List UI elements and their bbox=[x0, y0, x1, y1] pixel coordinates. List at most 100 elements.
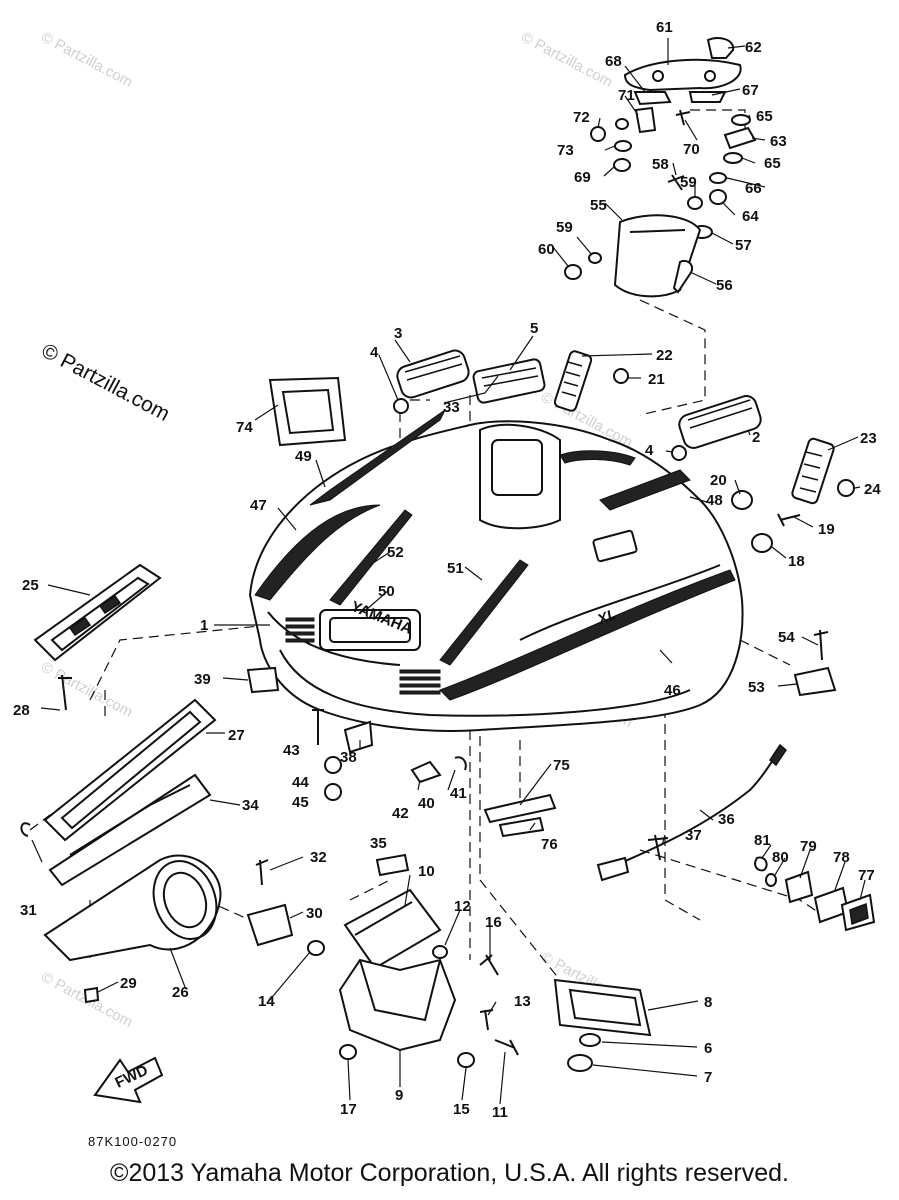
callout: 31 bbox=[20, 902, 37, 919]
pad-30 bbox=[246, 903, 294, 947]
knob-62 bbox=[706, 37, 735, 59]
callout: 63 bbox=[770, 133, 787, 150]
callout: 15 bbox=[453, 1101, 470, 1118]
watermark: © Partzilla.com bbox=[518, 29, 615, 91]
callout: 70 bbox=[683, 141, 700, 158]
pad-2 bbox=[678, 395, 762, 449]
callout: 79 bbox=[800, 838, 817, 855]
callout: 75 bbox=[553, 757, 570, 774]
callout: 20 bbox=[710, 472, 727, 489]
callout: 17 bbox=[340, 1101, 357, 1118]
decal-46 bbox=[439, 569, 736, 701]
pad-8 bbox=[553, 978, 652, 1037]
duct-27 bbox=[43, 698, 217, 842]
fwd-arrow: FWD bbox=[93, 1056, 164, 1104]
callout: 65 bbox=[756, 108, 773, 125]
callout: 49 bbox=[295, 448, 312, 465]
hood-assembly: YAMAHA XL bbox=[248, 409, 744, 732]
callout: 52 bbox=[387, 544, 404, 561]
callout: 28 bbox=[13, 702, 30, 719]
callout: 2 bbox=[752, 429, 760, 446]
callout: 37 bbox=[685, 827, 702, 844]
callout: 55 bbox=[590, 197, 607, 214]
callout: 40 bbox=[418, 795, 435, 812]
callout: 24 bbox=[864, 481, 881, 498]
callout: 48 bbox=[706, 492, 723, 509]
pole-cover-55 bbox=[613, 214, 702, 298]
callout: 66 bbox=[745, 180, 762, 197]
callout: 3 bbox=[394, 325, 402, 342]
callout: 38 bbox=[340, 749, 357, 766]
callout: 73 bbox=[557, 142, 574, 159]
watermark-large: © Partzilla.com bbox=[38, 339, 174, 426]
part-79 bbox=[784, 870, 814, 904]
callout-numbers: 1 2 3 4 4 5 6 7 8 9 10 11 12 13 14 15 16… bbox=[13, 19, 881, 1121]
watermark: © Partzilla.com bbox=[38, 29, 135, 91]
callout: 71 bbox=[618, 87, 635, 104]
callout: 5 bbox=[530, 320, 538, 337]
callout: 67 bbox=[742, 82, 759, 99]
callout: 77 bbox=[858, 867, 875, 884]
bracket-9 bbox=[338, 958, 457, 1052]
decal-48 bbox=[599, 469, 691, 511]
pad-3 bbox=[396, 349, 470, 399]
tray-10 bbox=[343, 888, 442, 970]
hood-opening bbox=[479, 423, 561, 530]
callout: 10 bbox=[418, 863, 435, 880]
callout: 76 bbox=[541, 836, 558, 853]
hood-fasteners bbox=[246, 368, 855, 801]
callout: 61 bbox=[656, 19, 673, 36]
callout: 39 bbox=[194, 671, 211, 688]
callout: 14 bbox=[258, 993, 275, 1010]
decal-51 bbox=[439, 559, 529, 666]
callout: 42 bbox=[392, 805, 409, 822]
callout: 7 bbox=[704, 1069, 712, 1086]
grill-22 bbox=[553, 350, 593, 412]
cable-36 bbox=[604, 751, 779, 871]
callout: 1 bbox=[200, 617, 208, 634]
decal-47 bbox=[254, 504, 381, 601]
pads bbox=[268, 349, 835, 505]
callout: 23 bbox=[860, 430, 877, 447]
callout: 25 bbox=[22, 577, 39, 594]
callout: 33 bbox=[443, 399, 460, 416]
lower-center-parts bbox=[307, 793, 652, 1072]
callout: 27 bbox=[228, 727, 245, 744]
hood-front-panel bbox=[319, 609, 421, 651]
decal-49 bbox=[309, 409, 446, 506]
callout: 54 bbox=[778, 629, 795, 646]
callout: 57 bbox=[735, 237, 752, 254]
left-side-parts bbox=[20, 563, 294, 1004]
callout: 6 bbox=[704, 1040, 712, 1057]
callout: 32 bbox=[310, 849, 327, 866]
copyright-notice: ©2013 Yamaha Motor Corporation, U.S.A. A… bbox=[110, 1159, 789, 1187]
callout: 78 bbox=[833, 849, 850, 866]
callout: 60 bbox=[538, 241, 555, 258]
callout: 69 bbox=[574, 169, 591, 186]
grill-23 bbox=[791, 437, 835, 505]
callout: 34 bbox=[242, 797, 259, 814]
leader-lines bbox=[31, 38, 866, 1105]
callout: 21 bbox=[648, 371, 665, 388]
callout: 56 bbox=[716, 277, 733, 294]
callout: 59 bbox=[556, 219, 573, 236]
callout: 12 bbox=[454, 898, 471, 915]
diagram-code: 87K100-0270 bbox=[88, 1134, 178, 1149]
callout: 41 bbox=[450, 785, 467, 802]
callout: 80 bbox=[772, 849, 789, 866]
callout: 4 bbox=[645, 442, 654, 459]
callout: 64 bbox=[742, 208, 759, 225]
callout: 51 bbox=[447, 560, 464, 577]
callout: 68 bbox=[605, 53, 622, 70]
callout: 11 bbox=[492, 1104, 508, 1121]
callout: 13 bbox=[514, 993, 531, 1010]
callout: 8 bbox=[704, 994, 712, 1011]
callout: 35 bbox=[370, 835, 387, 852]
callout: 72 bbox=[573, 109, 590, 126]
callout: 29 bbox=[120, 975, 137, 992]
callout: 19 bbox=[818, 521, 835, 538]
handle-cover-61 bbox=[623, 58, 742, 92]
callout: 47 bbox=[250, 497, 267, 514]
hood-vent-slats bbox=[285, 617, 441, 695]
